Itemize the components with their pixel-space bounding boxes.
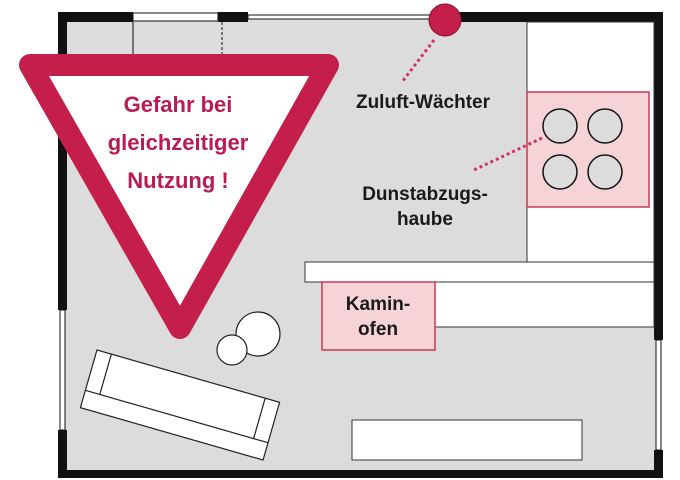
hood-pointer	[473, 136, 543, 172]
warning-line-3: Nutzung !	[127, 168, 228, 193]
air-monitor-label: Zuluft-Wächter	[356, 92, 491, 113]
hood-label-2: haube	[397, 209, 453, 230]
hob	[526, 91, 650, 208]
windows	[59, 12, 662, 451]
sofa	[79, 349, 281, 461]
stove-label-2: ofen	[358, 319, 398, 340]
hood-label-1: Dunstabzugs-	[362, 184, 488, 205]
counter-bar	[304, 261, 655, 283]
warning-line-1: Gefahr bei	[124, 92, 233, 117]
side-table-large	[235, 311, 281, 357]
hob-burners	[542, 108, 623, 190]
warning-line-2: gleichzeitiger	[108, 130, 249, 155]
table	[351, 419, 583, 461]
warning-triangle-icon	[19, 54, 339, 339]
shelf	[434, 281, 655, 328]
air-monitor-pointer	[400, 39, 436, 83]
stove-label-1: Kamin-	[346, 294, 410, 315]
side-table-small	[216, 334, 248, 366]
stove-box	[321, 281, 436, 351]
walls	[58, 12, 663, 478]
air-monitor-icon	[428, 3, 462, 37]
